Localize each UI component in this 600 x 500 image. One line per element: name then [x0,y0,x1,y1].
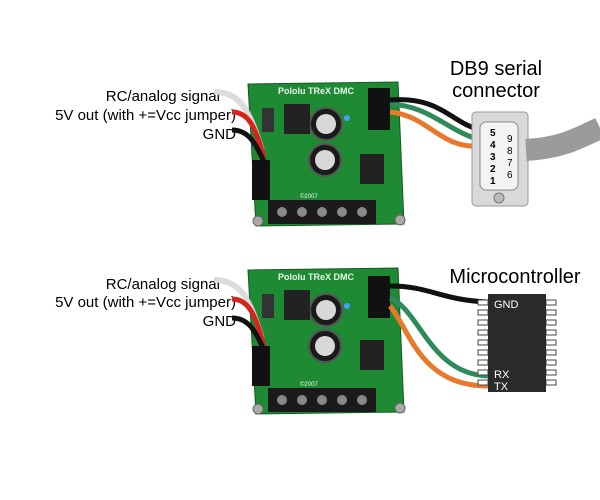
pin-7-label: 7 [507,158,513,169]
mcu-pin-tx: TX [494,381,509,393]
label-rc-signal-bottom: RC/analog signal [105,276,220,293]
wire-green-mcu [388,295,489,379]
pin-5-label: 5 [490,128,496,139]
trex-board-bottom: Pololu TReX DMC ©2007 [247,267,406,415]
wire-black-db9 [389,97,481,133]
wire-orange-mcu [388,304,489,389]
board-year-top: ©2007 [300,193,318,200]
pin-header-top [252,160,270,200]
regulator-bottom [360,340,384,370]
pin-4-label: 4 [490,140,496,151]
wire-black-top [231,127,269,168]
label-5v-out-bottom: 5V out (with +=Vcc jumper) [55,294,236,311]
wire-red-bottom [231,296,267,347]
wire-black-bottom [231,315,269,356]
board-name-bottom: Pololu TReX DMC [278,272,354,282]
db9-connector: 5 4 3 2 1 9 8 7 6 [471,111,600,207]
pin-3-label: 3 [490,152,496,163]
db9-title-line2: connector [452,80,540,102]
board-name-top: Pololu TReX DMC [278,86,354,96]
chip-bottom-1 [284,290,310,320]
trex-board-top: Pololu TReX DMC ©2007 [247,81,406,227]
mcu-title: Microcontroller [449,266,581,288]
board-year-bottom: ©2007 [300,381,318,388]
serial-header-bottom [368,276,390,318]
mcu-body [488,294,546,392]
mcu-pin-gnd: GND [494,299,519,311]
wire-black-mcu [389,283,489,305]
regulator-top [360,154,384,184]
label-rc-signal-top: RC/analog signal [105,88,220,105]
wire-orange-top [389,109,483,149]
db9-title: DB9 serial connector [436,58,556,102]
pin-9-label: 9 [507,134,513,145]
pin-6-label: 6 [507,170,513,181]
label-gnd-bottom: GND [202,313,236,330]
wire-red-top [231,109,267,159]
serial-cable [525,118,600,161]
serial-header-top [368,88,390,130]
led-bottom [344,303,350,309]
chip-top-1 [284,104,310,134]
wire-green-top [389,101,481,143]
mcu-pin-rx: RX [494,369,510,381]
pin-2-label: 2 [490,164,496,175]
microcontroller-chip: GND RX TX [477,294,557,393]
pin-header-bottom [252,346,270,386]
label-gnd-top: GND [202,126,236,143]
db9-title-line1: DB9 serial [449,58,543,80]
pin-8-label: 8 [507,146,513,157]
led-top [344,115,350,121]
label-5v-out-top: 5V out (with +=Vcc jumper) [55,107,236,124]
pin-1-label: 1 [490,176,496,187]
